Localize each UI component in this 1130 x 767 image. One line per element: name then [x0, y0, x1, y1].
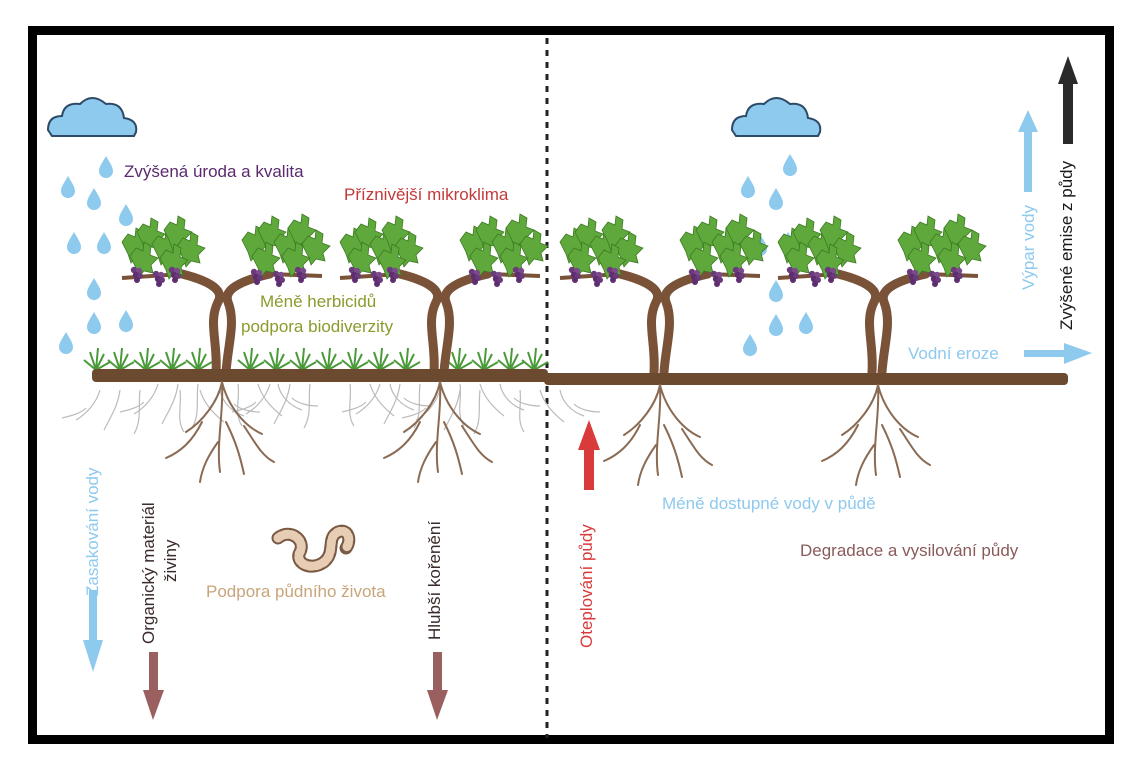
yield-quality-label: Zvýšená úroda a kvalita: [124, 162, 304, 181]
soil-warming-label: Oteplování půdy: [577, 524, 596, 648]
grass-icon: [83, 347, 549, 371]
grapevine-icon: [560, 214, 768, 372]
evaporation-label: Výpar vody: [1019, 204, 1038, 290]
degradation-label: Degradace a vysilování půdy: [800, 541, 1019, 560]
deep-roots-label: Hlubší kořenění: [425, 520, 444, 640]
arrow-icon: [83, 590, 448, 720]
soil-surface: [92, 369, 548, 382]
arrow-icon: [578, 56, 1092, 490]
organic-matter-label-line1: Organický materiál: [139, 502, 158, 644]
roots-icon: [603, 384, 713, 486]
roots-icon: [165, 381, 275, 483]
soil-life-label: Podpora půdního života: [206, 582, 386, 601]
emissions-label: Zvýšené emise z půdy: [1057, 160, 1076, 330]
less-water-label: Méně dostupné vody v půdě: [662, 494, 876, 513]
erosion-label: Vodní eroze: [908, 344, 999, 363]
soil-surface: [544, 373, 1068, 385]
herbicides-label-line1: Méně herbicidů: [260, 292, 377, 311]
microclimate-label: Příznivější mikroklima: [344, 185, 509, 204]
herbicides-label-line2: podpora biodiverzity: [241, 317, 394, 336]
raindrop-icon: [59, 156, 133, 354]
infiltration-label: Zasakování vody: [83, 467, 102, 596]
organic-matter-label-line2: živiny: [161, 539, 180, 582]
roots-icon: [821, 384, 931, 486]
cloud-icon: [731, 97, 822, 137]
cloud-icon: [47, 97, 138, 137]
